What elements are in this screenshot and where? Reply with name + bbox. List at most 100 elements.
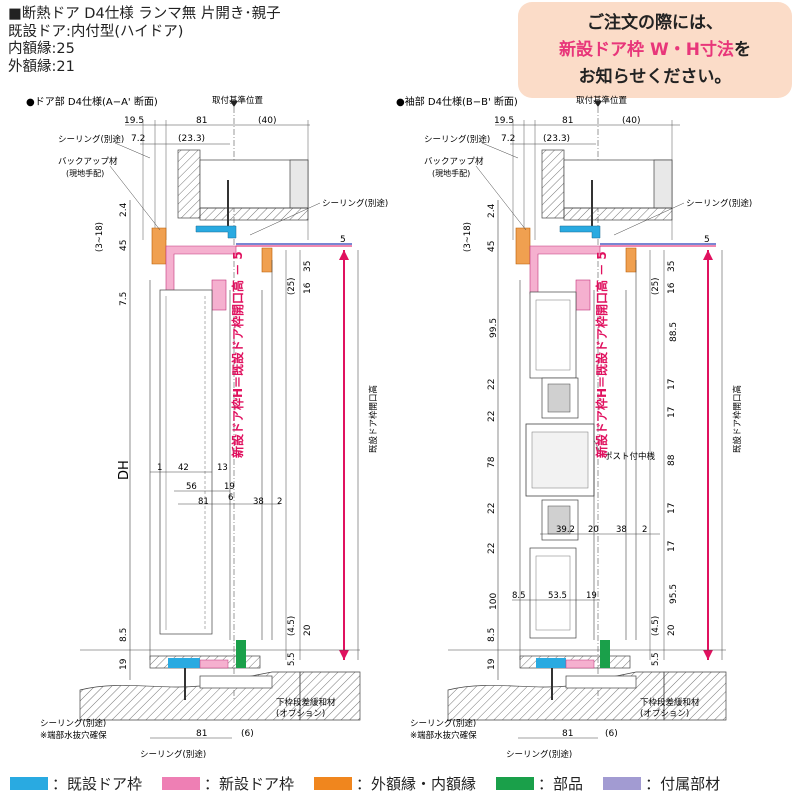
- legend-label-trim: ：外額縁・内額縁: [356, 774, 477, 793]
- left-dim-r6: 20: [303, 624, 313, 636]
- right-dim-r10: 17: [667, 541, 677, 552]
- left-drain: ※端部水抜穴確保: [40, 730, 107, 741]
- right-sealing-right: シーリング(別途): [686, 198, 752, 209]
- left-dim-l3: (3~18): [95, 222, 105, 252]
- left-inner-3: 13: [217, 463, 228, 473]
- legend-label-new: ：新設ドア枠: [204, 774, 295, 793]
- right-dim-l4: 99.5: [489, 318, 499, 338]
- section-drawings: ●ドア部 D4仕様(A−A' 断面) 取付基準位置 19.5 81 (40) 7…: [26, 95, 752, 760]
- right-dim-r9: 17: [667, 503, 677, 514]
- right-ref-label: 取付基準位置: [576, 95, 628, 106]
- left-dim-r2: 35: [303, 261, 313, 272]
- right-dim-r8: 88: [667, 454, 677, 466]
- color-legend: ：既設ドア枠 ：新設ドア枠 ：外額縁・内額縁 ：部品 ：付属部材: [10, 770, 800, 796]
- right-bottom-label: 下枠段差緩和材: [640, 697, 700, 708]
- left-bottom-dim1: 81: [196, 729, 207, 739]
- legend-parts: ：部品: [496, 773, 583, 794]
- right-inner-1: 39.2: [556, 525, 575, 535]
- order-notice: ご注文の際には、 新設ドア枠 W・H寸法を お知らせください。: [518, 2, 792, 98]
- legend-swatch-existing: [10, 776, 48, 790]
- legend-label-parts: ：部品: [538, 774, 584, 793]
- right-inner-2: 20: [588, 525, 599, 535]
- left-red-label: 新設ドア枠H＝既設ドア枠開口高 － 5: [230, 251, 245, 458]
- notice-line1: ご注文の際には、: [587, 13, 723, 33]
- right-bottom-sub: (オプション): [640, 709, 689, 719]
- right-post-label: ポスト付中桟: [604, 451, 656, 462]
- right-bottom-dim1: 81: [562, 729, 573, 739]
- left-backup: バックアップ材: [58, 156, 118, 167]
- left-dim-top2: 81: [196, 116, 207, 126]
- right-dim-l6: 22: [487, 411, 497, 422]
- left-dim-top3: (40): [258, 116, 276, 126]
- left-drawing: ●ドア部 D4仕様(A−A' 断面) 取付基準位置 19.5 81 (40) 7…: [26, 95, 388, 760]
- right-sealing-bot2: シーリング(別途): [506, 749, 572, 760]
- right-dim-l1: 2.4: [487, 203, 497, 218]
- legend-label-accessories: ：付属部材: [645, 774, 721, 793]
- right-dim-l9: 22: [487, 543, 497, 554]
- left-inner-4: 56: [186, 482, 197, 492]
- header-inner-trim: 内額縁:25: [8, 41, 75, 57]
- right-dim-l11: 8.5: [487, 628, 497, 642]
- left-inner-1: 1: [157, 463, 162, 473]
- right-dim-l2: 45: [487, 241, 497, 252]
- left-inner-6: 81: [198, 497, 209, 507]
- left-dim-r4: 16: [303, 282, 313, 294]
- right-dim-l10: 100: [489, 593, 499, 610]
- right-inner-6: 53.5: [548, 591, 567, 601]
- right-dim-r11: 95.5: [669, 584, 679, 604]
- notice-line3: お知らせください。: [578, 67, 732, 87]
- right-dim-r14: 5.5: [651, 652, 661, 666]
- left-bottom-label: 下枠段差緩和材: [276, 697, 336, 708]
- left-inner-5: 19: [224, 482, 235, 492]
- right-inner-5: 8.5: [512, 591, 526, 601]
- right-inner-4: 2: [642, 525, 647, 535]
- left-ref-marker: [230, 101, 238, 107]
- left-sealing-top: シーリング(別途): [58, 134, 124, 145]
- right-backup: バックアップ材: [424, 156, 484, 167]
- left-sealing-bot1: シーリング(別途): [40, 718, 106, 729]
- right-title: ●袖部 D4仕様(B−B' 断面): [396, 95, 518, 108]
- right-bottom-dim2: (6): [605, 729, 618, 739]
- right-dim-r4: 16: [667, 282, 677, 294]
- left-inner-8: 38: [253, 497, 264, 507]
- left-gray-label: 既設ドア枠開口高: [368, 385, 379, 453]
- left-dim-r1: 5: [340, 235, 346, 245]
- right-dim-top3: (40): [622, 116, 640, 126]
- header-title: ■断熱ドア D4仕様 ランマ無 片開き･親子: [8, 6, 281, 22]
- right-dim-l5: 22: [487, 379, 497, 390]
- legend-new-frame: ：新設ドア枠: [162, 773, 294, 794]
- notice-suffix: を: [733, 40, 751, 60]
- right-dim-l12: 19: [487, 658, 497, 670]
- right-backup-sub: (現地手配): [432, 168, 470, 178]
- notice-highlight: 新設ドア枠 W・H寸法: [559, 40, 734, 60]
- notice-line2: 新設ドア枠 W・H寸法を: [518, 37, 792, 64]
- left-dh: DH: [117, 460, 132, 480]
- right-inner-3: 38: [616, 525, 627, 535]
- legend-swatch-parts: [496, 776, 535, 790]
- right-sealing-bot1: シーリング(別途): [410, 718, 476, 729]
- right-dim-r5: 88.5: [669, 322, 679, 342]
- right-dim-l7: 78: [487, 456, 497, 468]
- right-dim-l8: 22: [487, 503, 497, 514]
- right-dim-top1: 19.5: [494, 116, 514, 126]
- legend-swatch-new: [162, 776, 201, 790]
- right-dim-top4: 7.2: [501, 134, 515, 144]
- left-bottom-dim2: (6): [241, 729, 254, 739]
- left-dim-r7: 5.5: [287, 652, 297, 666]
- left-dim-r5: (4.5): [287, 616, 297, 636]
- left-sealing-right: シーリング(別途): [322, 198, 388, 209]
- left-inner-7: 6: [228, 493, 233, 503]
- left-dim-l1: 2.4: [119, 202, 129, 217]
- left-ref-label: 取付基準位置: [212, 95, 264, 106]
- left-inner-9: 2: [277, 497, 282, 507]
- legend-swatch-accessories: [603, 776, 642, 790]
- right-dim-top5: (23.3): [543, 134, 570, 144]
- header-existing-door: 既設ドア:内付型(ハイドア): [8, 23, 184, 40]
- left-dim-l4: 7.5: [119, 292, 129, 306]
- legend-existing-frame: ：既設ドア枠: [10, 773, 142, 794]
- right-dim-r13: 20: [667, 624, 677, 636]
- left-dim-l5: 8.5: [119, 628, 129, 642]
- legend-accessories: ：付属部材: [603, 773, 720, 794]
- right-dim-top2: 81: [562, 116, 573, 126]
- legend-trim: ：外額縁・内額縁: [314, 773, 476, 794]
